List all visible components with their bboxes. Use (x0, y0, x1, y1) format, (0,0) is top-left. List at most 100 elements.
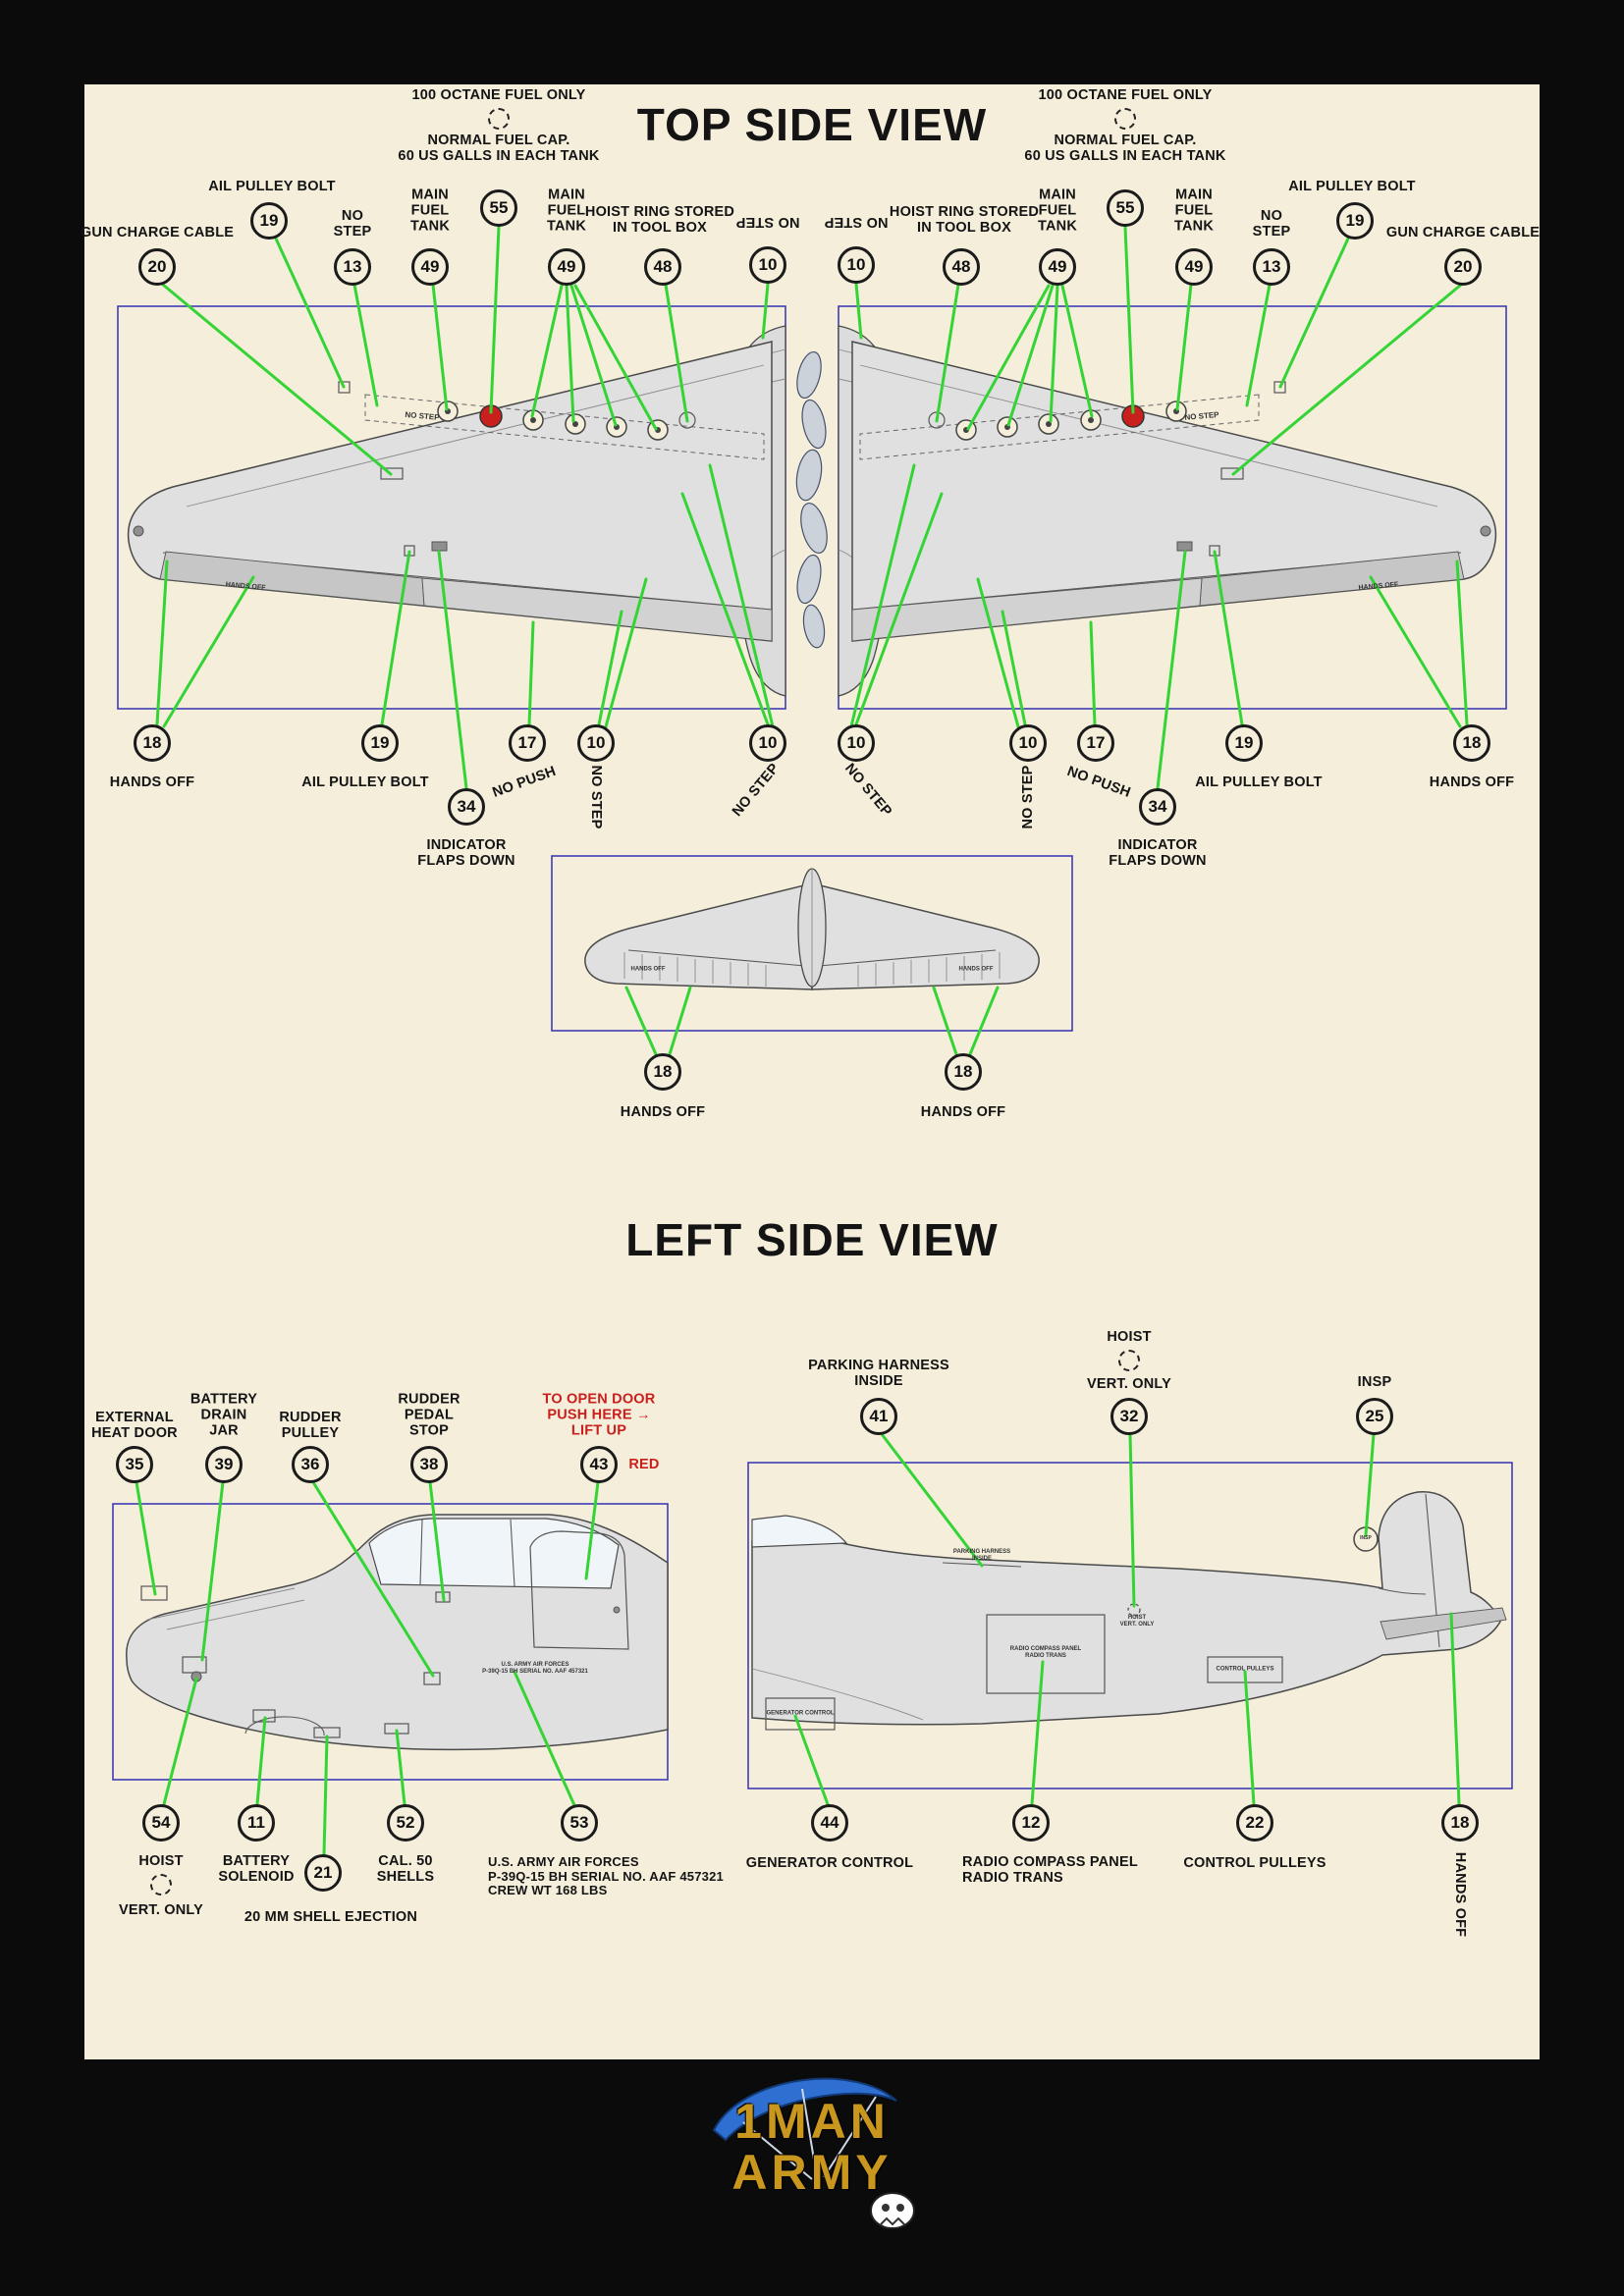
callout-circle-35: 35 (116, 1446, 153, 1483)
callout-circle-19: 19 (250, 202, 288, 240)
callout-label: HOIST (138, 1852, 184, 1869)
leader-line (603, 577, 648, 732)
callout-label: AIL PULLEY BOLT (208, 178, 336, 194)
leader-line (200, 1480, 225, 1662)
leader-line (1213, 550, 1244, 726)
callout-label: MAIN FUEL TANK (410, 187, 450, 236)
leader-line (513, 1670, 576, 1807)
leader-line (135, 1480, 157, 1596)
leader-line (1156, 550, 1187, 790)
leader-line (565, 284, 575, 423)
leader-line (680, 492, 770, 726)
callout-circle-18: 18 (1453, 724, 1490, 762)
callout-circle-10: 10 (838, 724, 875, 762)
callout-circle-34: 34 (448, 788, 485, 826)
callout-circle-18: 18 (945, 1053, 982, 1091)
leader-line (1030, 1660, 1045, 1806)
leader-line (880, 1432, 984, 1568)
drawing-micro-label: RADIO COMPASS PANEL RADIO TRANS (1009, 1646, 1082, 1659)
leader-line (162, 1677, 198, 1806)
callout-circle-52: 52 (387, 1804, 424, 1842)
dashed-circle (1114, 108, 1136, 130)
drawing-micro-label: HANDS OFF (225, 581, 266, 592)
callout-label: AIL PULLEY BOLT (301, 774, 429, 790)
callout-label: 100 OCTANE FUEL ONLY (1038, 86, 1213, 103)
callout-circle-17: 17 (509, 724, 546, 762)
leader-line (854, 492, 944, 726)
leader-line (395, 1729, 406, 1806)
dashed-circle (1118, 1350, 1140, 1371)
callout-label: HANDS OFF (1452, 1851, 1469, 1938)
drawing-micro-label: CONTROL PULLEYS (1216, 1666, 1274, 1673)
callout-label: HOIST (1107, 1328, 1152, 1345)
leader-line (530, 284, 564, 418)
callout-label: VERT. ONLY (1086, 1375, 1172, 1392)
callout-circle-32: 32 (1110, 1398, 1148, 1435)
drawing-micro-label: HANDS OFF (630, 966, 666, 973)
callout-circle-53: 53 (561, 1804, 598, 1842)
left-view-front-fuselage-drawing (112, 1503, 669, 1781)
callout-circle-10: 10 (1009, 724, 1047, 762)
drawing-micro-label: GENERATOR CONTROL (766, 1710, 835, 1717)
leader-line (976, 577, 1021, 732)
leader-line (162, 575, 255, 728)
leader-line (668, 986, 692, 1056)
callout-circle-13: 13 (334, 248, 371, 286)
callout-label: PARKING HARNESS INSIDE (808, 1357, 949, 1389)
callout-label: 20 MM SHELL EJECTION (244, 1908, 418, 1925)
callout-label: RED (628, 1456, 660, 1472)
leader-line (489, 225, 501, 414)
callout-label: RUDDER PULLEY (279, 1409, 342, 1441)
callout-label: U.S. ARMY AIR FORCES P-39Q-15 BH SERIAL … (488, 1854, 724, 1898)
callout-label: NO PUSH (1064, 763, 1133, 801)
callout-label: AIL PULLEY BOLT (1195, 774, 1323, 790)
leader-line (968, 986, 1000, 1056)
callout-circle-34: 34 (1139, 788, 1176, 826)
callout-label: HANDS OFF (920, 1103, 1006, 1120)
callout-label: CAL. 50 SHELLS (376, 1852, 435, 1885)
callout-circle-39: 39 (205, 1446, 243, 1483)
callout-label: 100 OCTANE FUEL ONLY (411, 86, 586, 103)
callout-circle-22: 22 (1236, 1804, 1273, 1842)
skull-icon (870, 2192, 915, 2229)
leader-line (1175, 283, 1193, 411)
callout-label: HANDS OFF (620, 1103, 706, 1120)
callout-label: MAIN FUEL TANK (1038, 187, 1077, 236)
callout-label: AIL PULLEY BOLT (1288, 178, 1416, 194)
leader-line (161, 283, 393, 476)
callout-label: NO PUSH (490, 763, 559, 801)
propeller-blades-drawing (795, 350, 828, 649)
callout-circle-18: 18 (644, 1053, 681, 1091)
drawing-micro-label: PARKING HARNESS INSIDE (952, 1549, 1011, 1562)
callout-circle-18: 18 (1441, 1804, 1479, 1842)
parachute-swoosh-icon (712, 2077, 897, 2180)
leader-line (437, 550, 468, 790)
callout-label: TO OPEN DOOR PUSH HERE → LIFT UP (542, 1391, 656, 1440)
leader-line (1128, 1432, 1136, 1608)
callout-label: CONTROL PULLEYS (1183, 1854, 1326, 1871)
callout-circle-48: 48 (943, 248, 980, 286)
callout-circle-25: 25 (1356, 1398, 1393, 1435)
callout-circle-55: 55 (480, 189, 517, 227)
callout-circle-55: 55 (1107, 189, 1144, 227)
leader-line (573, 284, 658, 431)
leader-line (1278, 237, 1350, 389)
leader-line (255, 1716, 267, 1806)
callout-circle-41: 41 (860, 1398, 897, 1435)
leader-line (274, 237, 346, 389)
callout-circle-20: 20 (138, 248, 176, 286)
callout-label: HANDS OFF (109, 774, 195, 790)
logo-graphic (712, 2077, 915, 2229)
callout-circle-10: 10 (749, 246, 786, 284)
callout-circle-43: 43 (580, 1446, 618, 1483)
callout-label: NO STEP (841, 760, 895, 820)
callout-label: HANDS OFF (1429, 774, 1515, 790)
leader-line (527, 620, 535, 726)
callout-label: HOIST RING STORED IN TOOL BOX (889, 203, 1040, 236)
leader-line (664, 283, 689, 423)
leader-line (155, 560, 169, 726)
callout-label: RADIO COMPASS PANEL RADIO TRANS (962, 1853, 1138, 1886)
top-view-title: TOP SIDE VIEW (636, 99, 988, 150)
callout-circle-49: 49 (1175, 248, 1213, 286)
leader-line (569, 284, 618, 427)
